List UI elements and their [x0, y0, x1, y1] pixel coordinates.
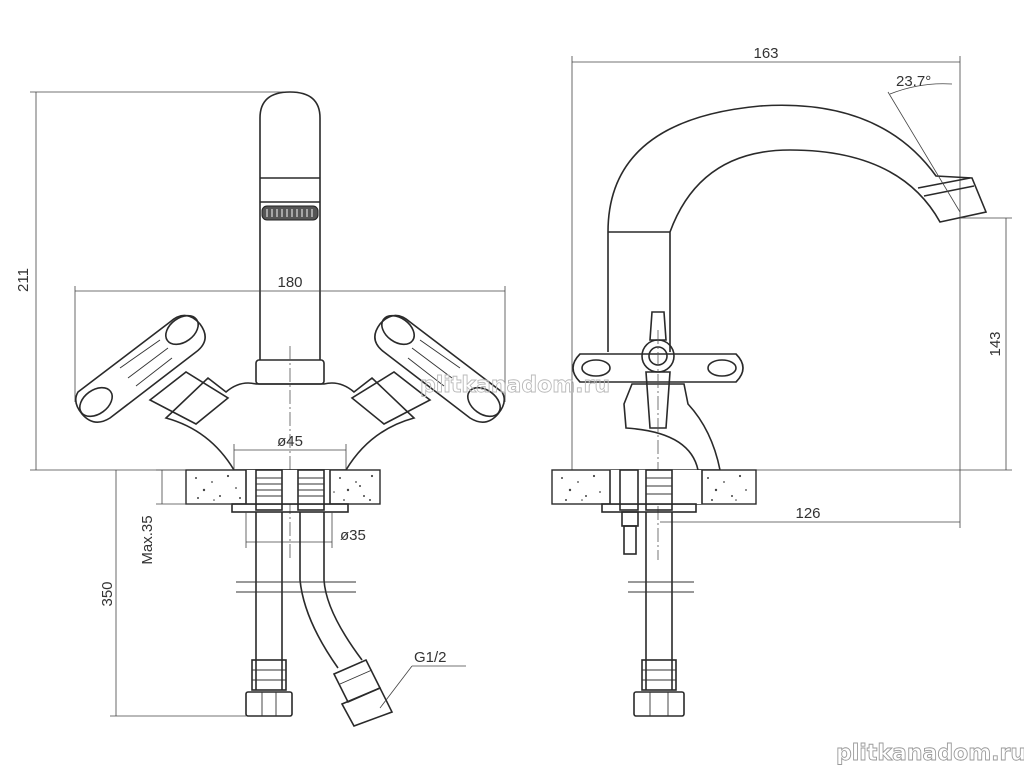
thread-size-label: G1/2	[414, 649, 447, 666]
side-hose	[633, 512, 685, 717]
side-countertop-section	[551, 469, 757, 505]
height-dimension-label: 211	[15, 268, 32, 292]
handles-span-dimension-label: 180	[277, 274, 302, 291]
spout-height-label: 143	[987, 331, 1004, 356]
left-hose	[245, 512, 293, 717]
side-handle-plate[interactable]	[572, 311, 744, 429]
right-handle[interactable]	[350, 310, 506, 425]
spout-offset-label: 126	[795, 505, 820, 522]
shank-diameter-label: ø35	[340, 527, 366, 544]
side-view: 163 23.7° 143	[551, 45, 1012, 717]
left-handle[interactable]	[74, 310, 230, 425]
countertop-section	[185, 469, 381, 505]
front-view: 211 180	[15, 91, 506, 727]
spout-angle-label: 23.7°	[896, 73, 931, 90]
base-diameter-label: ø45	[277, 433, 303, 450]
right-hose	[299, 512, 394, 727]
spout-arc	[607, 104, 988, 352]
corner-watermark: plitkanadom.ru	[836, 741, 1024, 766]
mixer-body	[164, 376, 416, 471]
spout-column	[259, 91, 321, 360]
max-thickness-label: Max.35	[139, 515, 156, 564]
aerator-icon	[261, 205, 319, 221]
hose-length-label: 350	[99, 581, 116, 606]
threaded-shanks	[231, 469, 349, 513]
side-body	[623, 383, 721, 471]
reach-dimension-label: 163	[753, 45, 778, 62]
center-watermark: plitkanadom.ru	[420, 373, 610, 398]
